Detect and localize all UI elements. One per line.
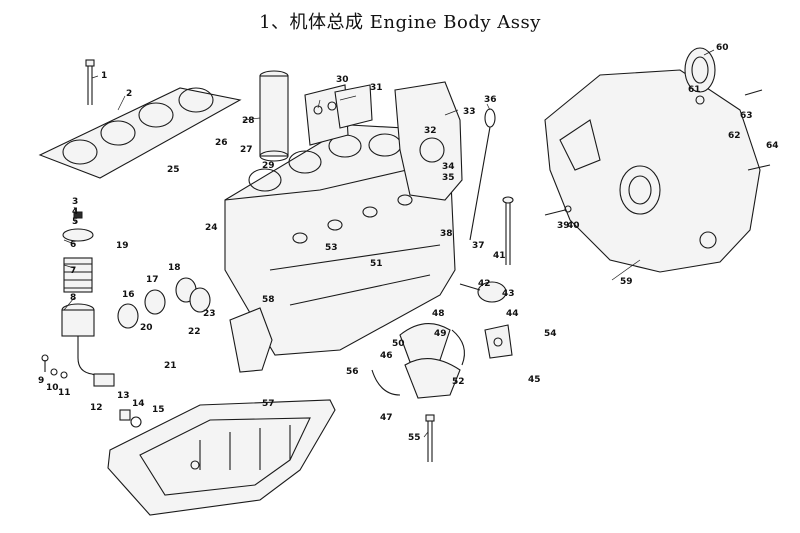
- label-12: 12: [90, 403, 103, 413]
- label-36: 36: [484, 95, 497, 105]
- label-21: 21: [164, 361, 177, 371]
- drain-plug-part: [119, 409, 142, 428]
- label-46: 46: [380, 351, 393, 361]
- label-22: 22: [188, 327, 201, 337]
- bracket-part: [484, 324, 513, 359]
- label-9: 9: [38, 376, 44, 386]
- label-61: 61: [688, 85, 701, 95]
- oil-pump-part: [459, 281, 507, 303]
- label-26: 26: [215, 138, 228, 148]
- label-3: 3: [72, 197, 78, 207]
- label-44: 44: [506, 309, 519, 319]
- label-29: 29: [262, 161, 275, 171]
- label-54: 54: [544, 329, 557, 339]
- label-58: 58: [262, 295, 275, 305]
- leader-lines: [63, 49, 715, 438]
- bearing-caps-part: [229, 307, 465, 399]
- long-bolt-part: [425, 414, 435, 462]
- label-38: 38: [440, 229, 453, 239]
- dipstick-part: [469, 108, 496, 241]
- timing-cover-part: [394, 81, 463, 201]
- bolt-part: [85, 59, 95, 105]
- bearing-shells-part: [117, 277, 211, 329]
- label-15: 15: [152, 405, 165, 415]
- label-28: 28: [242, 116, 255, 126]
- label-39: 39: [557, 221, 570, 231]
- diagram-title: 1、机体总成 Engine Body Assy: [259, 12, 541, 33]
- label-40: 40: [567, 221, 580, 231]
- tube-part: [502, 196, 514, 265]
- label-47: 47: [380, 413, 393, 423]
- label-34: 34: [442, 162, 455, 172]
- label-60: 60: [716, 43, 729, 53]
- fastener-set-part: [41, 354, 68, 379]
- label-13: 13: [117, 391, 130, 401]
- label-7: 7: [70, 266, 76, 276]
- label-25: 25: [167, 165, 180, 175]
- label-37: 37: [472, 241, 485, 251]
- label-30: 30: [336, 75, 349, 85]
- label-43: 43: [502, 289, 515, 299]
- head-gasket-part: [38, 87, 242, 179]
- label-6: 6: [70, 240, 76, 250]
- label-5: 5: [72, 217, 78, 227]
- label-45: 45: [528, 375, 541, 385]
- label-57: 57: [262, 399, 275, 409]
- side-cover-part: [304, 84, 373, 146]
- oil-filter-stack-part: [61, 211, 115, 387]
- part-number-labels: 1 2 3 4 5 6 7 8 9 10 11 12 13 14 15 16 1…: [38, 43, 779, 443]
- label-62: 62: [728, 131, 741, 141]
- label-42: 42: [478, 279, 491, 289]
- label-50: 50: [392, 339, 405, 349]
- label-63: 63: [740, 111, 753, 121]
- label-4: 4: [72, 207, 78, 217]
- label-48: 48: [432, 309, 445, 319]
- label-8: 8: [70, 293, 76, 303]
- label-2: 2: [126, 89, 132, 99]
- oil-pan-part: [107, 399, 336, 516]
- housing-bolts-part: [544, 89, 771, 216]
- label-20: 20: [140, 323, 153, 333]
- label-51: 51: [370, 259, 383, 269]
- label-27: 27: [240, 145, 253, 155]
- cylinder-liner-part: [259, 70, 289, 162]
- label-35: 35: [442, 173, 455, 183]
- label-23: 23: [203, 309, 216, 319]
- label-53: 53: [325, 243, 338, 253]
- label-11: 11: [58, 388, 71, 398]
- label-41: 41: [493, 251, 506, 261]
- oil-seal-part: [684, 47, 716, 93]
- label-10: 10: [46, 383, 59, 393]
- label-17: 17: [146, 275, 159, 285]
- label-14: 14: [132, 399, 145, 409]
- flywheel-housing-part: [544, 69, 761, 273]
- label-64: 64: [766, 141, 779, 151]
- label-1: 1: [101, 71, 107, 81]
- label-55: 55: [408, 433, 421, 443]
- label-19: 19: [116, 241, 129, 251]
- label-31: 31: [370, 83, 383, 93]
- label-32: 32: [424, 126, 437, 136]
- label-56: 56: [346, 367, 359, 377]
- label-24: 24: [205, 223, 218, 233]
- label-59: 59: [620, 277, 633, 287]
- label-16: 16: [122, 290, 135, 300]
- label-49: 49: [434, 329, 447, 339]
- label-52: 52: [452, 377, 465, 387]
- label-33: 33: [463, 107, 476, 117]
- label-18: 18: [168, 263, 181, 273]
